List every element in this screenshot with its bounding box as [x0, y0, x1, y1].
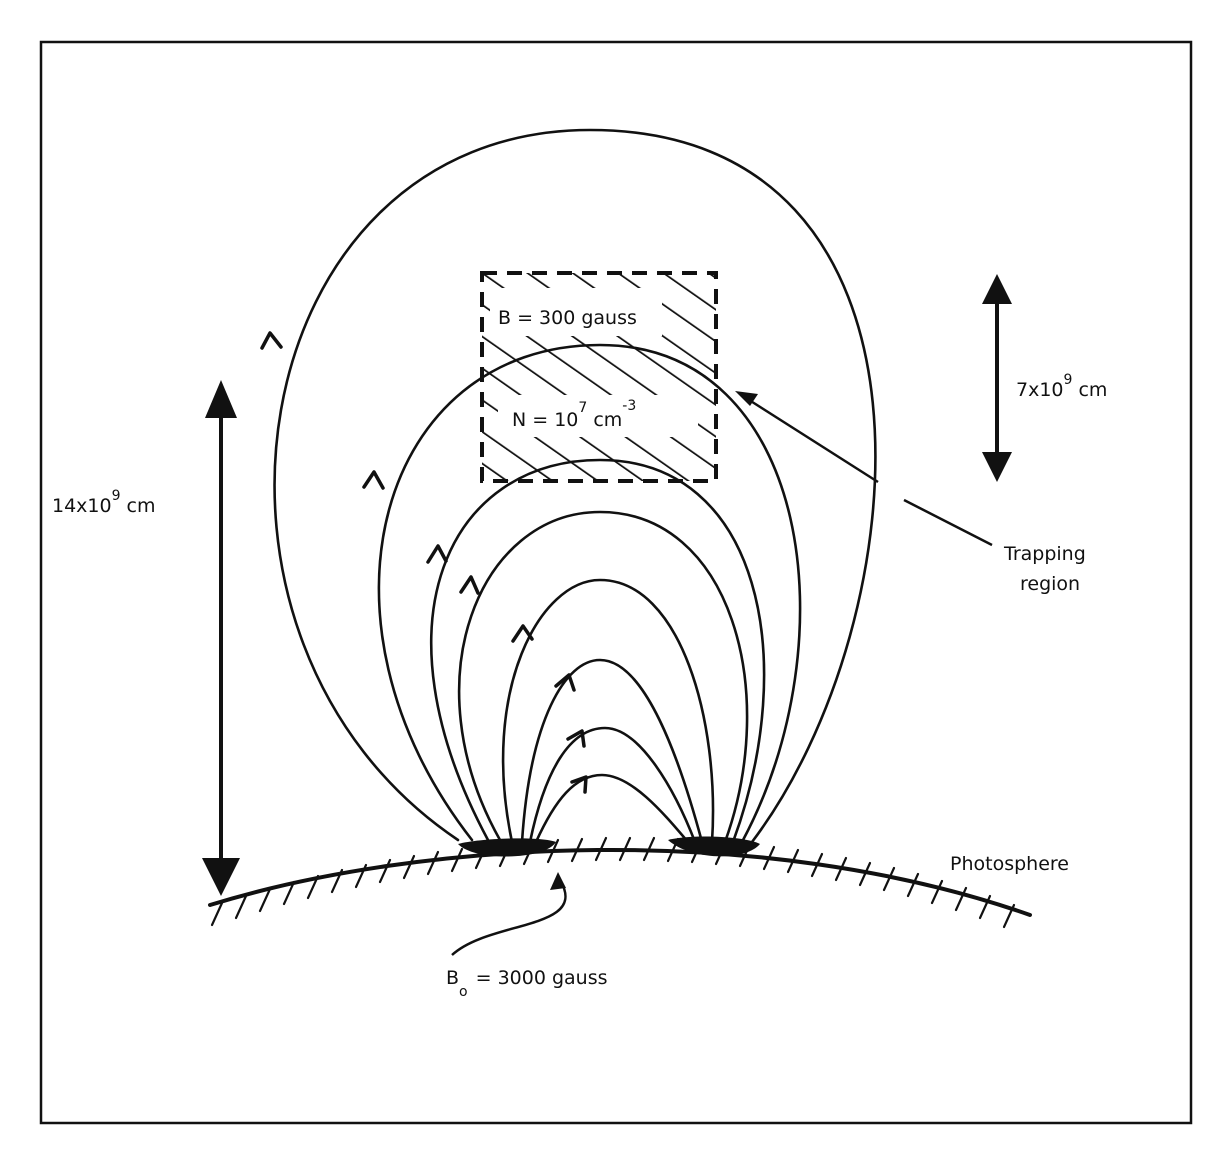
sunspot-left: [458, 838, 556, 857]
trapping-pointer: [735, 391, 993, 547]
height-arrow-left: [202, 380, 240, 896]
arrowhead-7: [566, 729, 586, 748]
field-line-6: [520, 658, 704, 844]
field-line-7: [528, 726, 697, 844]
field-line-5: [501, 578, 715, 844]
arrowhead-2: [362, 470, 385, 490]
field-line-4: [457, 510, 749, 844]
field-arrowheads: [260, 331, 588, 794]
arrowhead-1: [260, 331, 283, 350]
density-label: N = 107cm-3: [512, 398, 636, 431]
arrowhead-4: [459, 575, 480, 595]
field-strength-label: B = 300 gauss: [498, 307, 637, 329]
field-lines: [273, 128, 877, 844]
field-line-8: [534, 773, 690, 844]
photosphere-surface: [208, 836, 1032, 929]
photosphere-label: Photosphere: [950, 853, 1069, 875]
arrowhead-3: [426, 544, 448, 564]
trapping-label-line1: Trapping: [1003, 543, 1086, 565]
field-line-2: [377, 343, 802, 844]
height-arrow-right: [982, 274, 1012, 482]
footpoint-pointer: [451, 872, 567, 956]
arrowhead-5: [511, 624, 534, 643]
trapping-region-box: [480, 271, 718, 483]
arrowhead-8: [570, 775, 588, 794]
field-line-1: [273, 128, 877, 844]
footpoint-label: Bo= 3000 gauss: [446, 967, 608, 1000]
sunspot-right: [668, 836, 760, 857]
field-line-3: [430, 458, 766, 844]
arrowhead-6: [554, 673, 576, 692]
trapping-label-line2: region: [1020, 573, 1080, 595]
figure-frame: [39, 40, 1193, 1125]
